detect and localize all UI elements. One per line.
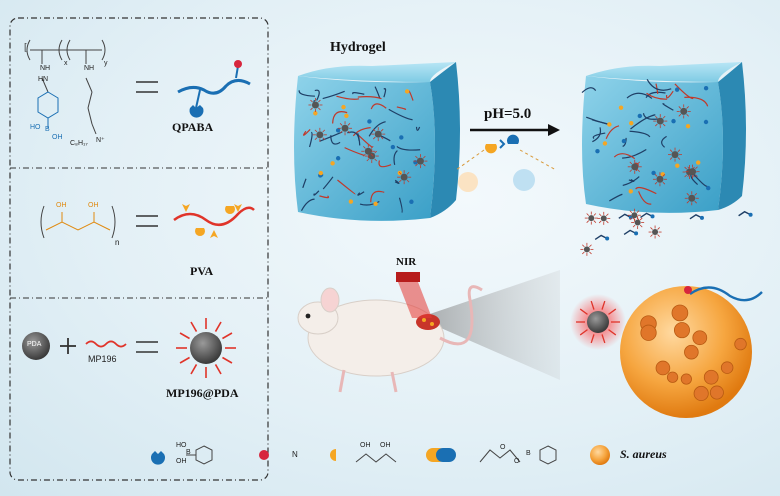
pva-label: PVA xyxy=(190,264,214,278)
equals-sign-3 xyxy=(136,341,158,353)
legend-o2: O xyxy=(514,458,520,465)
pda-text: PDA xyxy=(27,341,42,348)
left-panel-border xyxy=(9,17,269,481)
chem-nh2: NH xyxy=(84,65,95,72)
hydrogel-cube-1 xyxy=(294,62,460,221)
cleaved-boronic-bubble xyxy=(513,169,535,191)
mp196-pda-label: MP196@PDA xyxy=(166,386,239,400)
legend-ester-icon xyxy=(426,448,456,462)
nir-light-beam xyxy=(398,282,432,318)
qpaba-structure xyxy=(26,39,106,135)
legend xyxy=(151,445,610,465)
ammonium-marker xyxy=(234,60,242,68)
chem-c8: C₈H₁₇ xyxy=(70,140,88,147)
chem-hn: HN xyxy=(38,76,49,83)
legend-oh: OH xyxy=(176,458,187,465)
legend-bacterium-icon xyxy=(590,445,610,465)
polymer-on-bacterium xyxy=(689,286,763,302)
nir-emitter xyxy=(396,272,420,282)
legend-n: N xyxy=(292,450,298,459)
chem-oh3: OH xyxy=(88,202,99,209)
legend-diol-icon xyxy=(330,449,336,461)
legend-b: B xyxy=(186,449,191,456)
chem-oh: OH xyxy=(52,134,63,141)
bracket-left: [ xyxy=(24,42,27,53)
cleavage-dash-lines xyxy=(455,149,557,171)
sub-x: x xyxy=(64,60,68,67)
equals-sign-2 xyxy=(136,215,158,227)
equals-sign-1 xyxy=(136,81,158,93)
cleaved-pva-bubble xyxy=(458,172,478,192)
qpaba-label: QPABA xyxy=(172,120,214,134)
chem-n: N⁺ xyxy=(96,137,105,144)
chem-oh2: OH xyxy=(56,202,67,209)
legend-phenyl-ring xyxy=(195,445,213,465)
boronic-marker xyxy=(189,105,204,118)
qpaba-cartoon xyxy=(177,60,251,118)
mp196-pda-particle xyxy=(176,318,236,378)
chem-ho: HO xyxy=(30,124,41,131)
legend-ammonium-icon xyxy=(259,450,269,460)
pva-structure xyxy=(40,205,116,239)
legend-oh1: OH xyxy=(360,442,371,449)
legend-o1: O xyxy=(500,444,506,451)
legend-s-aureus: S. aureus xyxy=(620,447,667,461)
released-species xyxy=(580,208,753,256)
mp196-peptide xyxy=(85,340,127,348)
zoom-beam xyxy=(418,270,560,380)
ammonium-on-bacterium xyxy=(684,286,692,294)
pva-cartoon xyxy=(173,204,255,238)
sub-n: n xyxy=(115,238,120,247)
mp196-pda-attacking xyxy=(576,300,620,344)
chem-b: B xyxy=(45,126,50,133)
nir-label: NIR xyxy=(396,256,417,268)
legend-ho: HO xyxy=(176,442,187,449)
hydrogel-cube-2 xyxy=(581,62,746,213)
ph-label: pH=5.0 xyxy=(484,106,532,122)
plus-sign xyxy=(60,338,76,354)
hydrogel-label: Hydrogel xyxy=(330,40,386,55)
chem-nh1: NH xyxy=(40,65,51,72)
sub-y: y xyxy=(104,60,108,67)
pda-particle xyxy=(22,332,50,360)
cleavage-icon xyxy=(485,134,519,154)
mouse xyxy=(297,285,483,393)
legend-oh2: OH xyxy=(380,442,391,449)
legend-b2: B xyxy=(526,450,531,457)
ph-arrow xyxy=(470,124,560,136)
legend-boronic-icon xyxy=(151,451,165,465)
mp196-text: MP196 xyxy=(88,354,117,364)
